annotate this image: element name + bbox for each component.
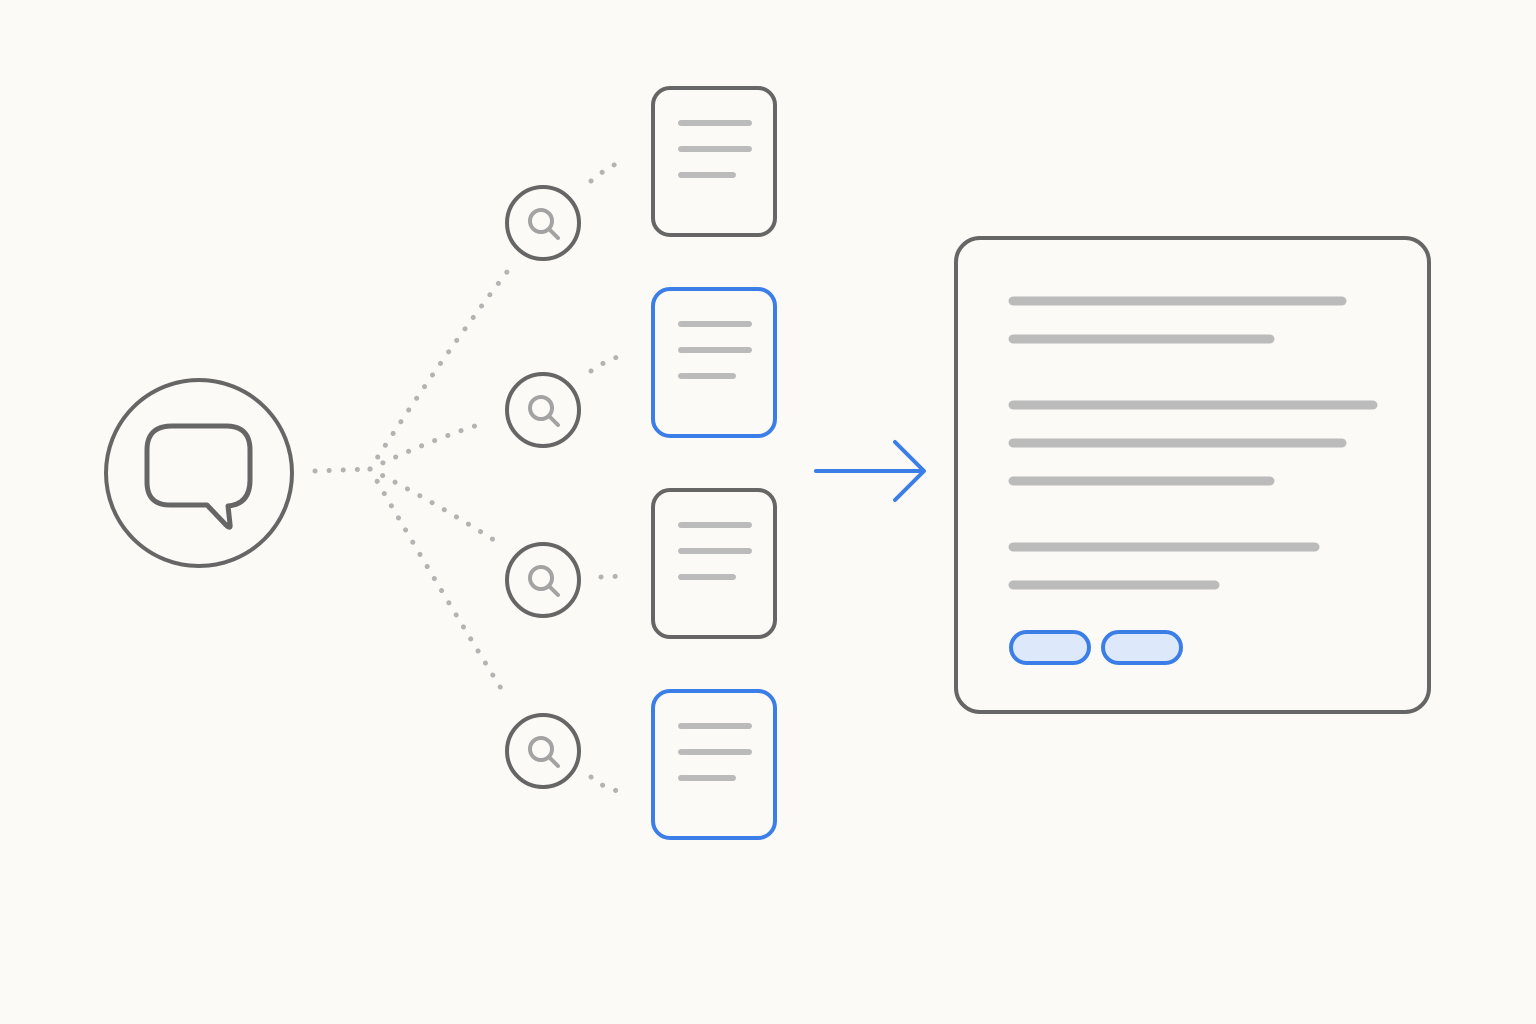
dotted-connectors <box>312 157 627 795</box>
search-nodes <box>505 185 581 789</box>
connector-hub-to-search-1 <box>367 269 510 472</box>
document-card-highlighted <box>651 287 777 438</box>
answer-action-button-1[interactable] <box>1009 630 1091 665</box>
magnifier-lens <box>528 736 554 762</box>
magnifier-icon <box>528 736 560 768</box>
connector-search-3-to-doc-3 <box>598 573 627 580</box>
magnifier-lens <box>528 395 554 421</box>
document-2 <box>651 287 777 438</box>
search-node-3 <box>505 542 581 618</box>
search-node-4 <box>505 713 581 789</box>
document-3 <box>651 488 777 639</box>
search-node-1 <box>505 185 581 261</box>
right-arrow-icon <box>814 440 926 502</box>
magnifier-handle <box>547 414 560 427</box>
search-node-2 <box>505 372 581 448</box>
connector-hub-to-search-2 <box>367 420 487 472</box>
search-node-circle <box>505 185 581 261</box>
answer-text-lines <box>1008 296 1378 590</box>
magnifier-icon <box>528 565 560 597</box>
arrow-head <box>893 440 926 502</box>
speech-bubble-icon <box>144 423 253 530</box>
magnifier-handle <box>547 584 560 597</box>
magnifier-icon <box>528 395 560 427</box>
search-node-circle <box>505 372 581 448</box>
document-card-highlighted <box>651 689 777 840</box>
answer-action-button-2[interactable] <box>1101 630 1183 665</box>
query-circle <box>104 378 294 568</box>
answer-panel <box>954 236 1431 714</box>
retrieved-documents <box>651 86 777 840</box>
search-node-circle <box>505 713 581 789</box>
magnifier-handle <box>547 227 560 240</box>
document-1 <box>651 86 777 237</box>
connector-query-to-hub <box>312 466 373 474</box>
query-node <box>104 378 294 568</box>
magnifier-handle <box>547 755 560 768</box>
connector-hub-to-search-4 <box>367 466 510 701</box>
answer-panel-frame <box>954 236 1431 714</box>
document-card <box>651 488 777 639</box>
connector-search-1-to-doc-1 <box>588 157 627 184</box>
magnifier-lens <box>528 565 554 591</box>
magnifier-icon <box>528 208 560 240</box>
answer-buttons <box>1009 630 1183 665</box>
document-card <box>651 86 777 237</box>
magnifier-lens <box>528 208 554 234</box>
search-node-circle <box>505 542 581 618</box>
document-4 <box>651 689 777 840</box>
connector-search-4-to-doc-4 <box>588 774 627 795</box>
connector-search-2-to-doc-2 <box>588 352 627 374</box>
